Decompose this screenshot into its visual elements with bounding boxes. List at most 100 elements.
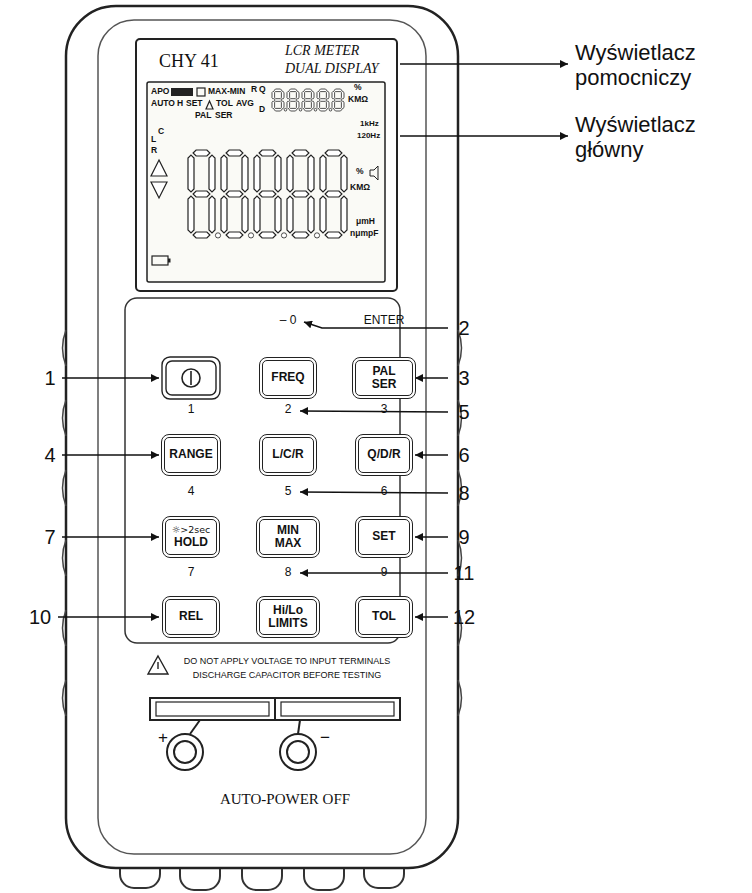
panel-drawing bbox=[415, 377, 448, 379]
callout-number: 7 bbox=[44, 526, 55, 549]
panel-drawing bbox=[370, 166, 378, 180]
key-button: ☼>2secHOLD bbox=[162, 516, 220, 558]
key-button: L/C/R bbox=[259, 434, 317, 476]
panel-drawing bbox=[325, 191, 342, 197]
key-button: MIN MAX bbox=[256, 516, 320, 558]
front-face bbox=[98, 20, 426, 854]
lcd-indicator: AUTO bbox=[151, 99, 175, 109]
key-digit: 6 bbox=[381, 485, 388, 499]
panel-drawing bbox=[287, 741, 309, 763]
lcd-indicator: L bbox=[151, 135, 156, 145]
lcd-indicator: % bbox=[354, 83, 362, 93]
panel-drawing bbox=[174, 741, 196, 763]
panel-drawing bbox=[300, 411, 448, 412]
lcd-indicator: AVG bbox=[236, 99, 254, 109]
key-label: SET bbox=[372, 530, 395, 543]
panel-drawing bbox=[150, 698, 400, 720]
panel-drawing bbox=[325, 232, 342, 238]
panel-drawing bbox=[296, 101, 299, 109]
callout-number: 6 bbox=[458, 444, 469, 467]
lcd-indicator: H bbox=[177, 99, 183, 109]
key-digit: ENTER bbox=[364, 314, 405, 328]
panel-drawing bbox=[400, 135, 568, 137]
panel-drawing bbox=[63, 610, 67, 646]
panel-drawing bbox=[254, 155, 260, 192]
panel-drawing bbox=[226, 191, 243, 197]
key-button: REL bbox=[162, 596, 220, 638]
panel-drawing bbox=[308, 196, 314, 233]
panel-drawing bbox=[226, 232, 243, 238]
panel-drawing bbox=[415, 536, 448, 538]
panel-drawing bbox=[188, 196, 194, 233]
panel-drawing bbox=[242, 196, 248, 233]
callout-number: 4 bbox=[44, 444, 55, 467]
panel-drawing bbox=[311, 91, 314, 99]
panel-drawing bbox=[62, 377, 159, 379]
callout-number: 1 bbox=[44, 367, 55, 390]
panel-drawing bbox=[320, 196, 326, 233]
lcd-digit bbox=[287, 150, 314, 238]
panel-drawing bbox=[341, 155, 347, 192]
lcd-indicator: R bbox=[151, 146, 157, 156]
key-label: L/C/R bbox=[272, 448, 303, 461]
lcd-digit bbox=[320, 150, 347, 238]
decimal-point bbox=[281, 233, 286, 238]
panel-drawing bbox=[334, 99, 342, 102]
panel-drawing bbox=[62, 536, 159, 538]
key-label: REL bbox=[179, 610, 203, 623]
key-label: ☼>2sec bbox=[172, 525, 211, 535]
lcd-indicator: KMΩ bbox=[350, 183, 370, 193]
panel-drawing bbox=[298, 720, 300, 734]
lcd-digit bbox=[221, 150, 248, 238]
panel-drawing bbox=[62, 454, 159, 456]
panel-drawing bbox=[415, 616, 448, 618]
panel-drawing bbox=[193, 232, 210, 238]
lcd-indicator: KMΩ bbox=[348, 95, 368, 105]
decimal-point bbox=[314, 108, 317, 111]
panel-drawing bbox=[400, 63, 568, 65]
panel-drawing bbox=[168, 259, 171, 263]
panel-drawing bbox=[319, 99, 327, 102]
key-button: SET bbox=[355, 516, 413, 558]
panel-drawing bbox=[190, 371, 192, 385]
panel-drawing bbox=[151, 160, 167, 176]
key-button: RANGE bbox=[161, 434, 221, 476]
callout-number: 10 bbox=[29, 606, 51, 629]
panel-drawing bbox=[320, 155, 326, 192]
panel-drawing bbox=[300, 572, 448, 574]
decimal-point bbox=[215, 233, 220, 238]
panel-drawing bbox=[242, 155, 248, 192]
panel-drawing bbox=[162, 357, 220, 399]
key-digit: – 0 bbox=[280, 314, 297, 328]
panel-drawing bbox=[63, 400, 67, 436]
panel-drawing bbox=[281, 91, 284, 99]
key-button: PAL SER bbox=[352, 357, 416, 399]
key-digit: 1 bbox=[188, 403, 195, 417]
panel-drawing bbox=[272, 91, 275, 99]
warning-text: DISCHARGE CAPACITOR BEFORE TESTING bbox=[193, 670, 382, 680]
panel-drawing bbox=[63, 540, 67, 576]
key-label: MIN MAX bbox=[264, 524, 312, 550]
panel-drawing bbox=[206, 101, 213, 109]
lcd-indicator: Q bbox=[259, 85, 266, 95]
lcd-indicator: D bbox=[259, 105, 265, 115]
key-label: TOL bbox=[372, 610, 396, 623]
panel-drawing bbox=[274, 89, 282, 92]
panel-drawing bbox=[166, 361, 216, 395]
panel-drawing bbox=[280, 734, 316, 770]
display-label: Wyświetlacz pomocniczy bbox=[575, 40, 740, 91]
panel-drawing bbox=[287, 91, 290, 99]
panel-drawing bbox=[415, 454, 448, 456]
panel-drawing bbox=[281, 101, 284, 109]
input-terminals bbox=[150, 698, 400, 770]
panel-drawing bbox=[319, 89, 327, 92]
panel-drawing bbox=[304, 89, 312, 92]
panel-drawing bbox=[289, 89, 297, 92]
lcd-icons bbox=[151, 88, 378, 265]
panel-drawing bbox=[317, 101, 320, 109]
terminal-sign: + bbox=[158, 728, 168, 748]
lcd-indicator: % bbox=[356, 167, 364, 177]
display-label: Wyświetlacz główny bbox=[575, 112, 740, 163]
panel-drawing bbox=[221, 196, 227, 233]
